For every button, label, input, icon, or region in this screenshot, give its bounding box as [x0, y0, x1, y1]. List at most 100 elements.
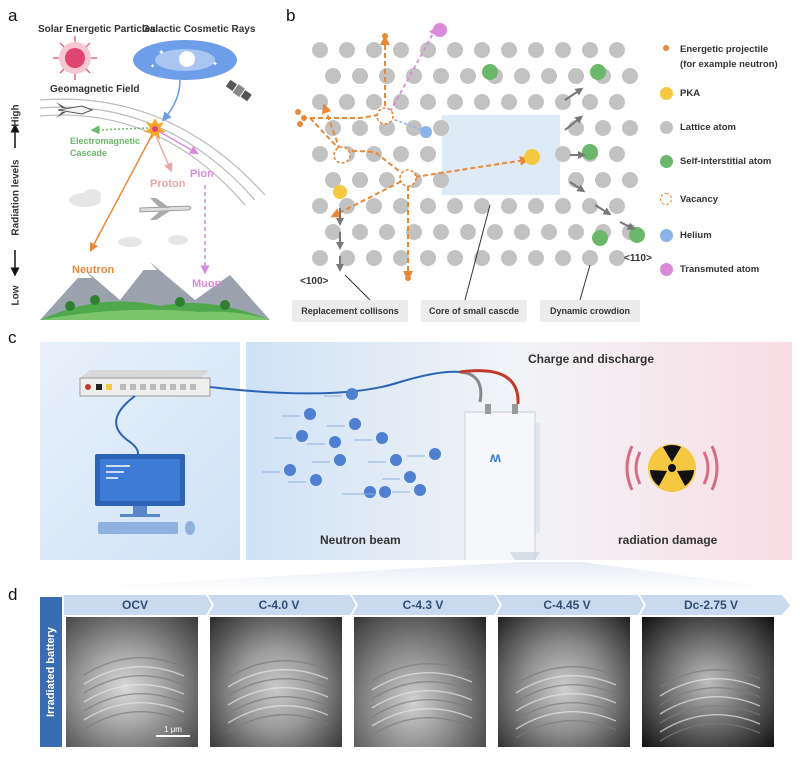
neutron-particle — [376, 432, 388, 444]
displacement-arrows — [336, 87, 636, 272]
airplane-icon — [139, 198, 192, 220]
lattice-atom — [501, 42, 517, 58]
lattice-atom — [487, 224, 503, 240]
lattice-atom — [352, 224, 368, 240]
lattice-atom — [379, 68, 395, 84]
proton-label: Proton — [150, 178, 186, 190]
spaceship-icon — [56, 102, 94, 118]
sem-micrograph — [354, 617, 486, 747]
lattice-atom — [433, 172, 449, 188]
pion-label: Pion — [190, 168, 214, 180]
lattice-atom — [447, 250, 463, 266]
lattice-atom — [393, 198, 409, 214]
self-interstitial-atoms — [482, 64, 645, 246]
panel-c-illustration: ʍ — [79, 369, 719, 560]
neutron-particles — [262, 388, 441, 498]
lattice-atom — [352, 68, 368, 84]
axis-high-label: High — [10, 104, 22, 127]
lattice-atom — [460, 224, 476, 240]
legend-swatch-icon — [660, 87, 673, 100]
lattice-atom — [447, 42, 463, 58]
neutron-particle — [349, 418, 361, 430]
direction-110-label: <110> — [624, 253, 652, 264]
lattice-atom — [568, 68, 584, 84]
lattice-atom — [582, 250, 598, 266]
legend-swatch-icon — [663, 45, 669, 51]
cascade-core-box: Core of small cascde — [421, 300, 527, 322]
lattice-atom — [393, 94, 409, 110]
lattice-atom — [325, 120, 341, 136]
lattice-atom — [420, 42, 436, 58]
lattice-atom — [501, 198, 517, 214]
neutron-particle — [390, 454, 402, 466]
sem-micrograph — [498, 617, 630, 747]
transmuted-atom — [433, 23, 447, 37]
lattice-atom — [352, 172, 368, 188]
scale-bar: 1 μm — [156, 725, 190, 737]
vacancy-rings — [333, 107, 417, 187]
pka-atom-2 — [524, 149, 540, 165]
lattice-atom — [474, 42, 490, 58]
lattice-atom — [420, 250, 436, 266]
lattice-atom — [420, 94, 436, 110]
lattice-atom — [541, 224, 557, 240]
legend-label: Lattice atom — [680, 122, 736, 133]
axis-radiation-label: Radiation levels — [10, 159, 22, 236]
neutron-particle — [296, 430, 308, 442]
legend-label: Transmuted atom — [680, 264, 760, 275]
irradiated-battery-label: Irradiated battery — [45, 627, 57, 717]
lattice-atom — [406, 224, 422, 240]
lattice-atom — [595, 172, 611, 188]
mountains-icon — [40, 262, 270, 320]
neutron-particle — [284, 464, 296, 476]
axis-low-label: Low — [10, 285, 22, 306]
incoming-projectiles — [295, 33, 411, 281]
callout-funnel — [40, 562, 792, 590]
legend-swatch-icon — [660, 121, 673, 134]
legend-label: Self-interstitial atom — [680, 156, 772, 167]
charge-discharge-label: Charge and discharge — [528, 352, 655, 366]
sem-micrograph: 1 μm — [66, 617, 198, 747]
neutron-particle — [404, 471, 416, 483]
lattice-atom — [352, 120, 368, 136]
lattice-atom — [460, 68, 476, 84]
lattice-atom — [514, 224, 530, 240]
legend-swatch-icon — [660, 263, 673, 276]
lattice-atom — [379, 172, 395, 188]
lattice-atom — [312, 146, 328, 162]
lattice-atom — [582, 198, 598, 214]
stage-arrow-bar — [64, 595, 790, 615]
lattice-atom — [433, 224, 449, 240]
sem-micrograph — [642, 617, 774, 747]
lattice-atom — [406, 120, 422, 136]
lattice-atom — [609, 198, 625, 214]
lattice-atom — [501, 250, 517, 266]
lattice-atom — [366, 250, 382, 266]
irradiated-battery-sidebar: Irradiated battery — [40, 597, 62, 747]
em-cascade-label: Electromagnetic Cascade — [70, 136, 141, 158]
network-switch-icon — [79, 370, 211, 397]
cascade-core-region — [442, 115, 560, 195]
lattice-atom — [325, 172, 341, 188]
cloud-icons — [69, 189, 188, 247]
lattice-atom — [339, 250, 355, 266]
lattice-atom — [447, 198, 463, 214]
direction-100-label: <100> — [300, 276, 329, 287]
svg-text:✦: ✦ — [158, 48, 165, 57]
lattice-atom — [555, 146, 571, 162]
legend-swatch-icon — [660, 193, 672, 205]
lattice-atom — [568, 224, 584, 240]
lattice-atom — [528, 250, 544, 266]
lattice-atom — [582, 94, 598, 110]
lattice-atom — [393, 146, 409, 162]
lattice-atom — [555, 42, 571, 58]
lattice-atom — [420, 146, 436, 162]
neutron-particle — [310, 474, 322, 486]
lattice-atom — [501, 94, 517, 110]
dynamic-crowdion-box: Dynamic crowdion — [540, 300, 640, 322]
neutron-particle — [414, 484, 426, 496]
stage-label: C-4.0 V — [258, 598, 300, 612]
lattice-atom — [339, 42, 355, 58]
lattice-atom — [555, 198, 571, 214]
lattice-atom — [474, 250, 490, 266]
